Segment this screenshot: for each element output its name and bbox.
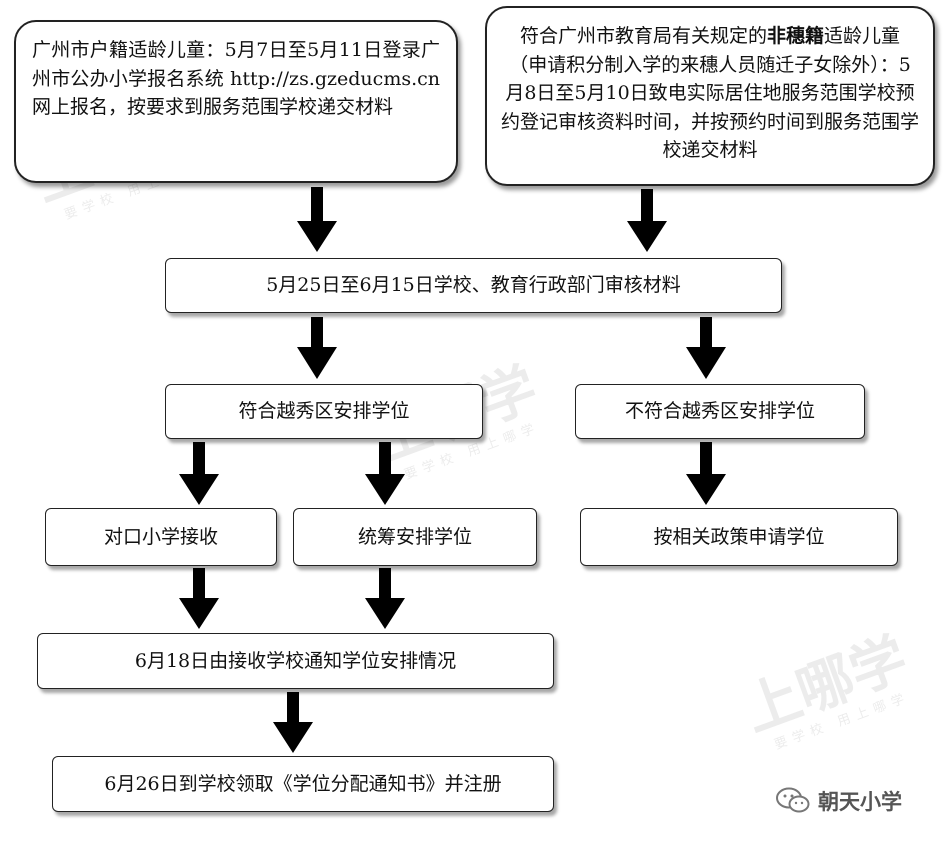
brand-signature: 朝天小学 (776, 786, 902, 816)
overall-arrangement-box: 统筹安排学位 (293, 508, 537, 566)
review-materials-box: 5月25日至6月15日学校、教育行政部门审核材料 (165, 258, 782, 313)
nonlocal-children-box: 符合广州市教育局有关规定的非穗籍适龄儿童（申请积分制入学的来穗人员随迁子女除外）… (485, 6, 935, 186)
local-children-label: 广州市户籍适龄儿童： (32, 39, 225, 61)
nonlocal-children-detail: 适龄儿童（申请积分制入学的来穗人员随迁子女除外）：5月8日至5月10日致电实际居… (501, 25, 920, 161)
eligible-text: 符合越秀区安排学位 (238, 400, 410, 423)
eligible-box: 符合越秀区安排学位 (165, 384, 483, 439)
policy-apply-box: 按相关政策申请学位 (580, 508, 898, 566)
overall-arrangement-text: 统筹安排学位 (357, 525, 472, 548)
arrow-down-icon (179, 568, 219, 629)
nonlocal-emphasis: 非穗籍 (766, 25, 824, 47)
arrow-down-icon (686, 317, 726, 379)
notify-text: 6月18日由接收学校通知学位安排情况 (134, 649, 457, 672)
arrow-down-icon (297, 187, 337, 252)
arrow-down-icon (273, 692, 313, 753)
local-children-box: 广州市户籍适龄儿童：5月7日至5月11日登录广州市公办小学报名系统 http:/… (14, 20, 458, 183)
arrow-down-icon (686, 442, 726, 505)
ineligible-text: 不符合越秀区安排学位 (624, 400, 815, 423)
notify-box: 6月18日由接收学校通知学位安排情况 (37, 633, 554, 689)
arrow-down-icon (297, 317, 337, 379)
direct-school-box: 对口小学接收 (45, 508, 277, 566)
arrow-down-icon (179, 442, 219, 505)
register-box: 6月26日到学校领取《学位分配通知书》并注册 (52, 756, 554, 812)
local-children-detail: 5月7日至5月11日登录广州市公办小学报名系统 http://zs.gzeduc… (32, 39, 440, 118)
policy-apply-text: 按相关政策申请学位 (653, 525, 825, 548)
wechat-icon (776, 787, 810, 813)
ineligible-box: 不符合越秀区安排学位 (575, 384, 865, 439)
register-text: 6月26日到学校领取《学位分配通知书》并注册 (104, 772, 502, 795)
review-materials-text: 5月25日至6月15日学校、教育行政部门审核材料 (266, 274, 681, 297)
direct-school-text: 对口小学接收 (103, 525, 218, 548)
arrow-down-icon (627, 189, 667, 252)
arrow-down-icon (365, 442, 405, 505)
nonlocal-children-label: 符合广州市教育局有关规定的 (519, 25, 767, 47)
brand-name: 朝天小学 (818, 790, 902, 814)
arrow-down-icon (365, 568, 405, 629)
